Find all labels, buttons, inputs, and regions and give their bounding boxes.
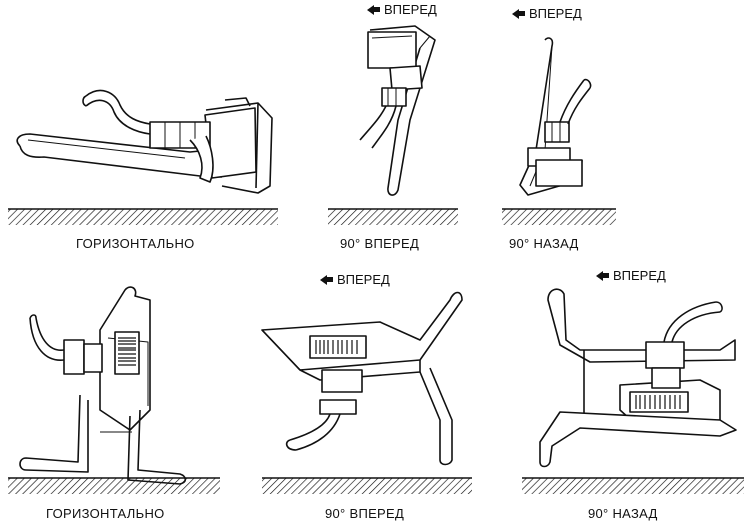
top-90-back-ground xyxy=(502,209,616,225)
top-horizontal-sensor xyxy=(16,89,273,194)
bottom-horizontal-ground xyxy=(8,478,220,494)
bottom-90-forward-ground xyxy=(262,478,472,494)
top-90-forward-ground xyxy=(328,209,458,225)
top-90-forward-sensor xyxy=(359,25,436,196)
bottom-90-back-sensor xyxy=(539,288,737,468)
top-90-back-sensor xyxy=(519,37,592,196)
bottom-90-back-barcode-icon xyxy=(629,391,689,413)
bottom-horizontal-sensor xyxy=(19,286,187,485)
direction-label: ВПЕРЕД xyxy=(613,268,666,283)
direction-label: ВПЕРЕД xyxy=(529,6,582,21)
arrow-left-icon xyxy=(512,8,526,19)
direction-label: ВПЕРЕД xyxy=(337,272,390,287)
arrow-left-icon xyxy=(596,270,610,281)
caption-bottom-horizontal: ГОРИЗОНТАЛЬНО xyxy=(46,506,165,521)
top-horizontal-ground xyxy=(8,209,278,225)
direction-label: ВПЕРЕД xyxy=(384,2,437,17)
bottom-90-forward-direction: ВПЕРЕД xyxy=(320,272,390,287)
bottom-90-forward-sensor xyxy=(261,291,463,466)
caption-bottom-90-forward: 90° ВПЕРЕД xyxy=(325,506,405,521)
top-90-back-direction: ВПЕРЕД xyxy=(512,6,582,21)
bottom-90-back-ground xyxy=(522,478,744,494)
bottom-90-forward-barcode-icon xyxy=(309,335,367,359)
arrow-left-icon xyxy=(320,274,334,285)
caption-top-horizontal: ГОРИЗОНТАЛЬНО xyxy=(76,236,195,251)
top-90-forward-direction: ВПЕРЕД xyxy=(367,2,437,17)
bottom-90-back-direction: ВПЕРЕД xyxy=(596,268,666,283)
caption-top-90-forward: 90° ВПЕРЕД xyxy=(340,236,420,251)
arrow-left-icon xyxy=(367,4,381,15)
caption-bottom-90-back: 90° НАЗАД xyxy=(588,506,658,521)
caption-top-90-back: 90° НАЗАД xyxy=(509,236,579,251)
bottom-horizontal-barcode-icon xyxy=(114,331,140,375)
